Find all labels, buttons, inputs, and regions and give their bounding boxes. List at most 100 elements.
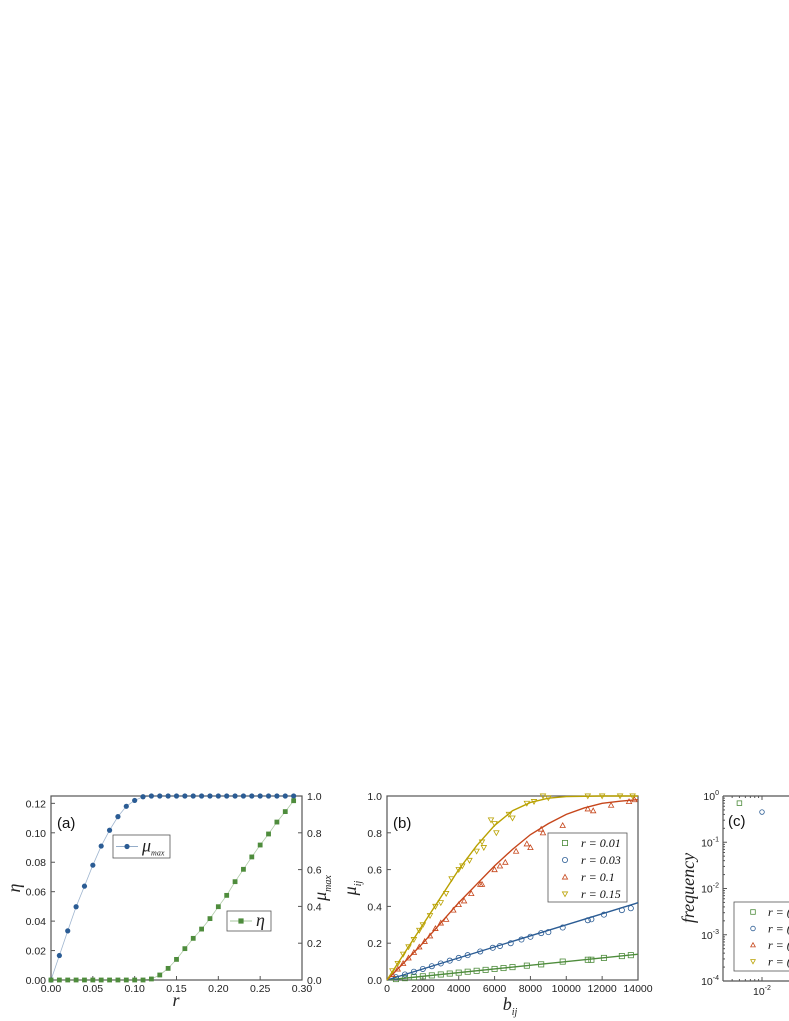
data-point — [90, 862, 96, 868]
data-point — [455, 954, 462, 961]
data-point — [224, 892, 230, 898]
legend-box — [112, 834, 171, 859]
y-axis-label-b-sub: ij — [353, 880, 364, 886]
x-tick-label-b: 12000 — [588, 983, 617, 995]
plot-frame-a — [50, 795, 303, 981]
legend-label: r = ( — [768, 955, 789, 969]
data-point — [249, 854, 255, 860]
data-point — [274, 819, 280, 825]
tick-exp: -4 — [713, 975, 719, 982]
series-b-1 — [386, 902, 639, 981]
legend-label: r = 0.03 — [581, 853, 621, 867]
plot-frame-b — [386, 795, 639, 981]
y-axis-label-b-main: μ — [340, 886, 360, 896]
y-tick-label-a: 0.10 — [26, 828, 47, 840]
data-point — [190, 935, 196, 941]
y-tick-label-a: 0.02 — [26, 946, 47, 958]
data-point — [442, 891, 450, 897]
data-point — [140, 794, 146, 800]
x-tick-label-b: 2000 — [411, 983, 435, 995]
data-point — [410, 948, 418, 955]
data-point — [421, 937, 428, 944]
legend-label: η — [256, 910, 265, 930]
legend-marker — [124, 843, 130, 850]
x-tick-label-b: 4000 — [447, 983, 471, 995]
legend-marker — [750, 941, 756, 948]
y-tick-label-b: 0.4 — [367, 901, 382, 913]
data-point — [487, 817, 495, 824]
data-point — [199, 926, 204, 932]
data-point — [399, 960, 407, 966]
data-point — [140, 977, 146, 983]
legend-label: μmax — [141, 836, 165, 858]
data-point — [56, 952, 62, 959]
y-axis-label-a-text: η — [4, 883, 24, 892]
y-tick-label-a: 0.06 — [26, 887, 47, 899]
data-point — [182, 793, 188, 799]
y-tick-label-c: 10-4 — [701, 975, 719, 988]
data-point — [584, 805, 592, 812]
data-point — [207, 793, 213, 799]
data-point — [527, 844, 534, 850]
data-point — [173, 793, 180, 799]
data-point — [392, 974, 399, 981]
data-point — [437, 960, 444, 967]
y-right-tick-label-a: 1.0 — [307, 791, 322, 803]
data-point — [428, 963, 435, 970]
data-point — [419, 965, 426, 972]
data-point — [759, 809, 765, 815]
y-tick-label-a: 0.00 — [26, 975, 47, 987]
y-right-axis-label-a: μmax — [310, 875, 334, 902]
data-point — [149, 976, 154, 982]
legend-label-sub: max — [151, 849, 165, 858]
data-point — [545, 929, 552, 936]
data-point — [480, 845, 488, 851]
x-axis-label-b-sub: ij — [512, 1007, 518, 1018]
legend-marker — [561, 873, 569, 880]
x-tick-label-a: 0.00 — [41, 983, 62, 995]
data-point — [257, 793, 263, 799]
data-point — [123, 803, 129, 809]
x-tick-label-a: 0.20 — [208, 983, 229, 995]
x-tick-label-b: 10000 — [552, 983, 581, 995]
data-point — [607, 801, 615, 808]
x-tick-label-b: 0 — [384, 983, 390, 995]
legend-label: r = ( — [768, 922, 789, 936]
data-point — [405, 944, 412, 951]
data-point — [266, 831, 271, 837]
x-tick-label-c: 10-2 — [753, 985, 771, 998]
legend-label-main: μ — [141, 836, 151, 856]
legend-a-1: η — [226, 910, 272, 932]
series-line — [50, 795, 294, 981]
data-point — [215, 904, 221, 910]
tick-base: 10 — [701, 976, 713, 988]
data-point — [467, 890, 475, 896]
legend-marker — [562, 857, 569, 864]
data-point — [199, 793, 205, 799]
fit-curve — [386, 795, 638, 981]
data-point — [394, 960, 402, 967]
data-point — [165, 965, 171, 971]
y-right-axis-label-a-text: μmax — [310, 875, 334, 902]
tick-exp: -2 — [713, 883, 719, 890]
x-tick-label-a: 0.15 — [166, 983, 187, 995]
data-point — [282, 793, 288, 799]
y-tick-label-b: 0.0 — [367, 975, 382, 987]
y-tick-label-b: 0.2 — [367, 938, 382, 950]
x-tick-label-a: 0.25 — [250, 983, 271, 995]
y-right-tick-label-a: 0.0 — [307, 975, 322, 987]
data-point — [464, 952, 471, 959]
data-point — [401, 971, 408, 978]
y-axis-label-b-text: μij — [340, 880, 364, 896]
data-point — [157, 793, 163, 799]
data-point — [98, 843, 104, 849]
tick-base: 10 — [701, 837, 713, 849]
legend-marker — [561, 891, 569, 898]
data-point — [241, 866, 246, 872]
data-point — [215, 793, 221, 799]
data-point — [165, 793, 171, 799]
data-point — [399, 951, 407, 958]
y-right-axis-label-a-sub: max — [323, 875, 334, 892]
series-line — [51, 800, 294, 981]
data-point — [48, 977, 54, 983]
